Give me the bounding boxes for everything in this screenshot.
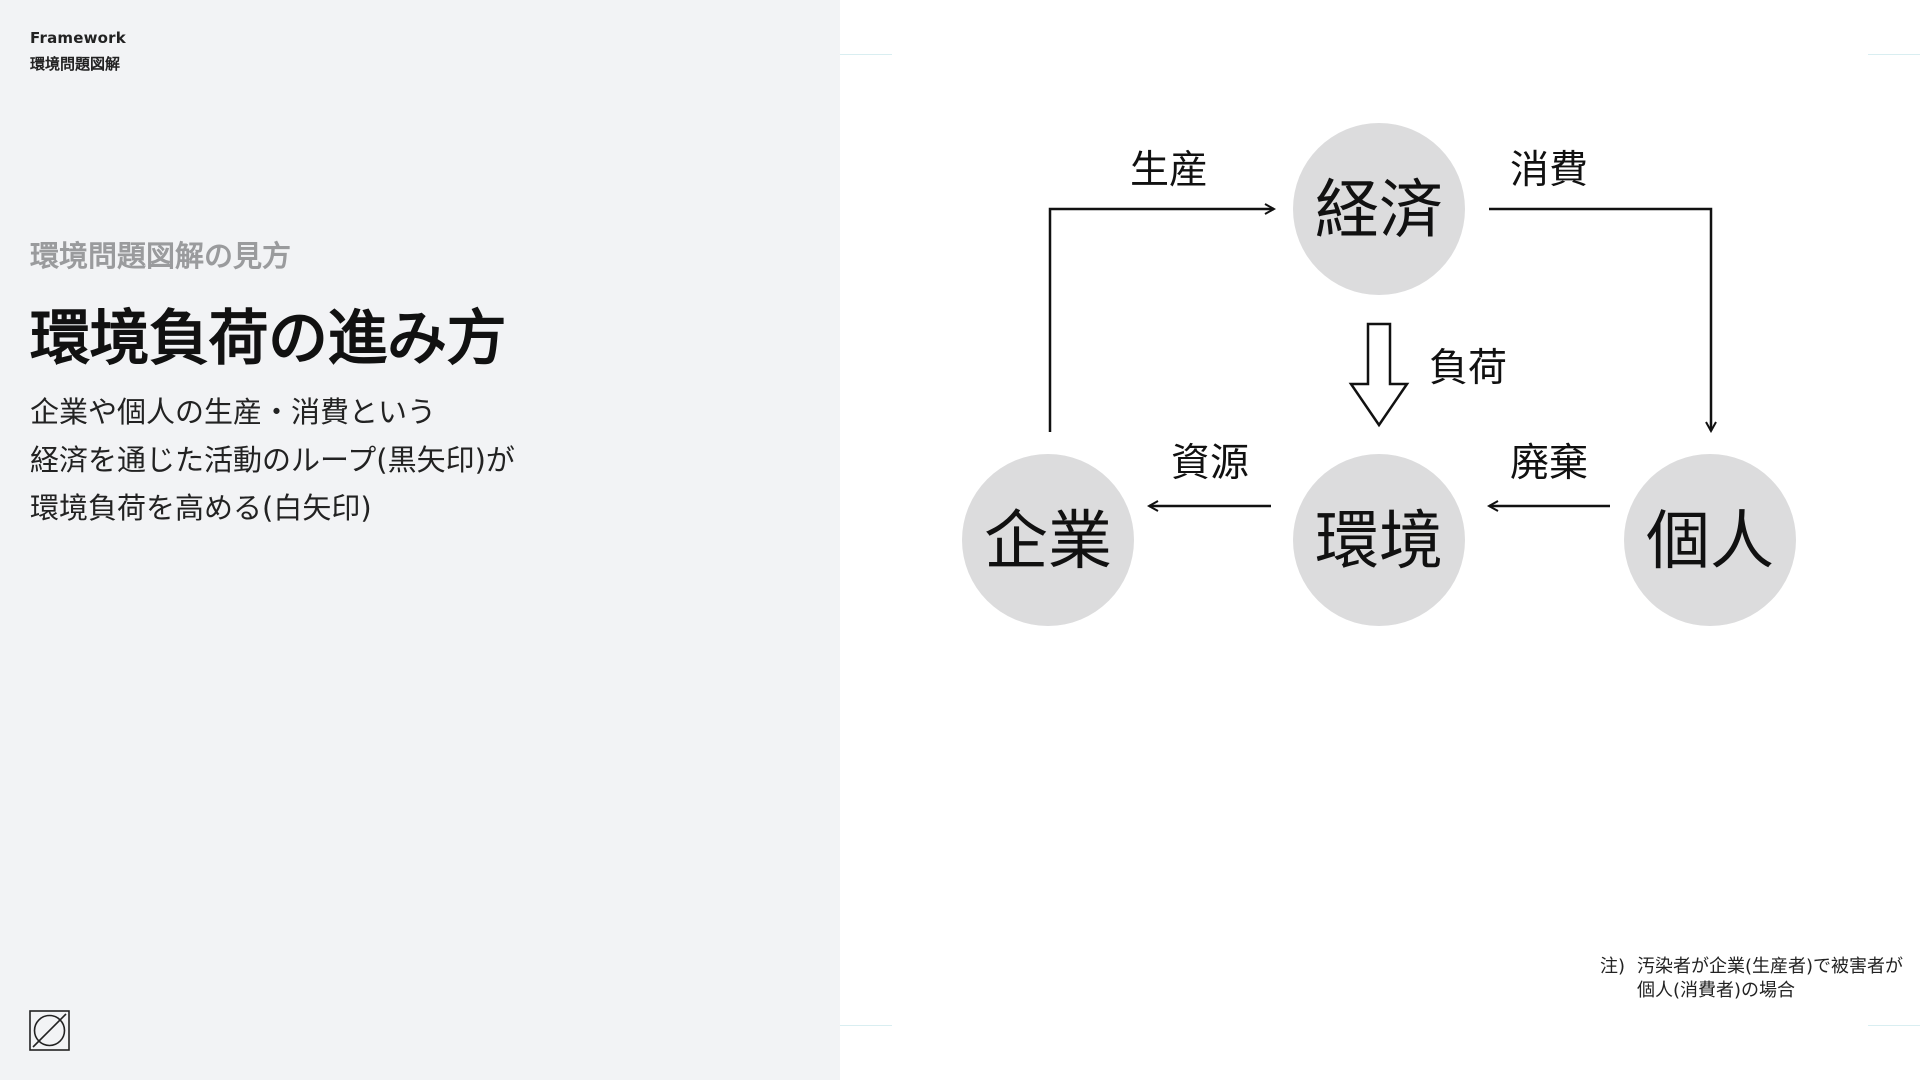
- node-environment-label: 環境: [1315, 505, 1443, 579]
- node-individual-label: 個人: [1646, 505, 1774, 579]
- node-individual-circle: [1624, 454, 1796, 626]
- consumption-label: 消費: [1510, 148, 1588, 193]
- waste-label: 廃棄: [1510, 441, 1588, 486]
- right-panel: 経済 企業 環境 個人 生産 消費 負荷 資源 廃棄 注) 汚染者が企業(生産者…: [840, 0, 1920, 1080]
- footnote-line: 汚染者が企業(生産者)で被害者が: [1637, 956, 1904, 977]
- description: 企業や個人の生産・消費という 経済を通じた活動のループ(黒矢印)が 環境負荷を高…: [30, 388, 515, 532]
- framework-sub-label: 環境問題図解: [30, 55, 121, 73]
- load-arrow: [1348, 322, 1410, 428]
- node-economy-circle: [1293, 123, 1465, 295]
- node-company-circle: [962, 454, 1134, 626]
- resources-label: 資源: [1171, 441, 1249, 486]
- environment-load-diagram: 経済 企業 環境 個人 生産 消費 負荷 資源 廃棄: [962, 123, 1796, 626]
- description-line: 経済を通じた活動のループ(黒矢印)が: [30, 443, 515, 477]
- corner-mark: [840, 1025, 892, 1026]
- description-line: 環境負荷を高める(白矢印): [30, 491, 372, 525]
- production-arrow: [1048, 209, 1274, 432]
- description-line: 企業や個人の生産・消費という: [30, 395, 437, 429]
- corner-mark: [1868, 1025, 1920, 1026]
- consumption-arrow: [1489, 207, 1711, 431]
- left-panel: Framework 環境問題図解 環境問題図解の見方 環境負荷の進み方 企業や個…: [0, 0, 840, 1080]
- node-company-label: 企業: [984, 505, 1112, 579]
- corner-mark: [840, 54, 892, 55]
- node-economy-label: 経済: [1315, 174, 1443, 248]
- production-label: 生産: [1130, 148, 1208, 193]
- corner-mark: [1868, 54, 1920, 55]
- logo-icon: [29, 1010, 70, 1051]
- footnote-mark: 注): [1600, 956, 1626, 977]
- framework-label: Framework: [30, 29, 126, 47]
- footnote-line: 個人(消費者)の場合: [1637, 980, 1796, 1001]
- load-label: 負荷: [1429, 346, 1507, 391]
- node-environment-circle: [1293, 454, 1465, 626]
- page-title: 環境負荷の進み方: [30, 304, 507, 374]
- page-subtitle: 環境問題図解の見方: [30, 239, 292, 273]
